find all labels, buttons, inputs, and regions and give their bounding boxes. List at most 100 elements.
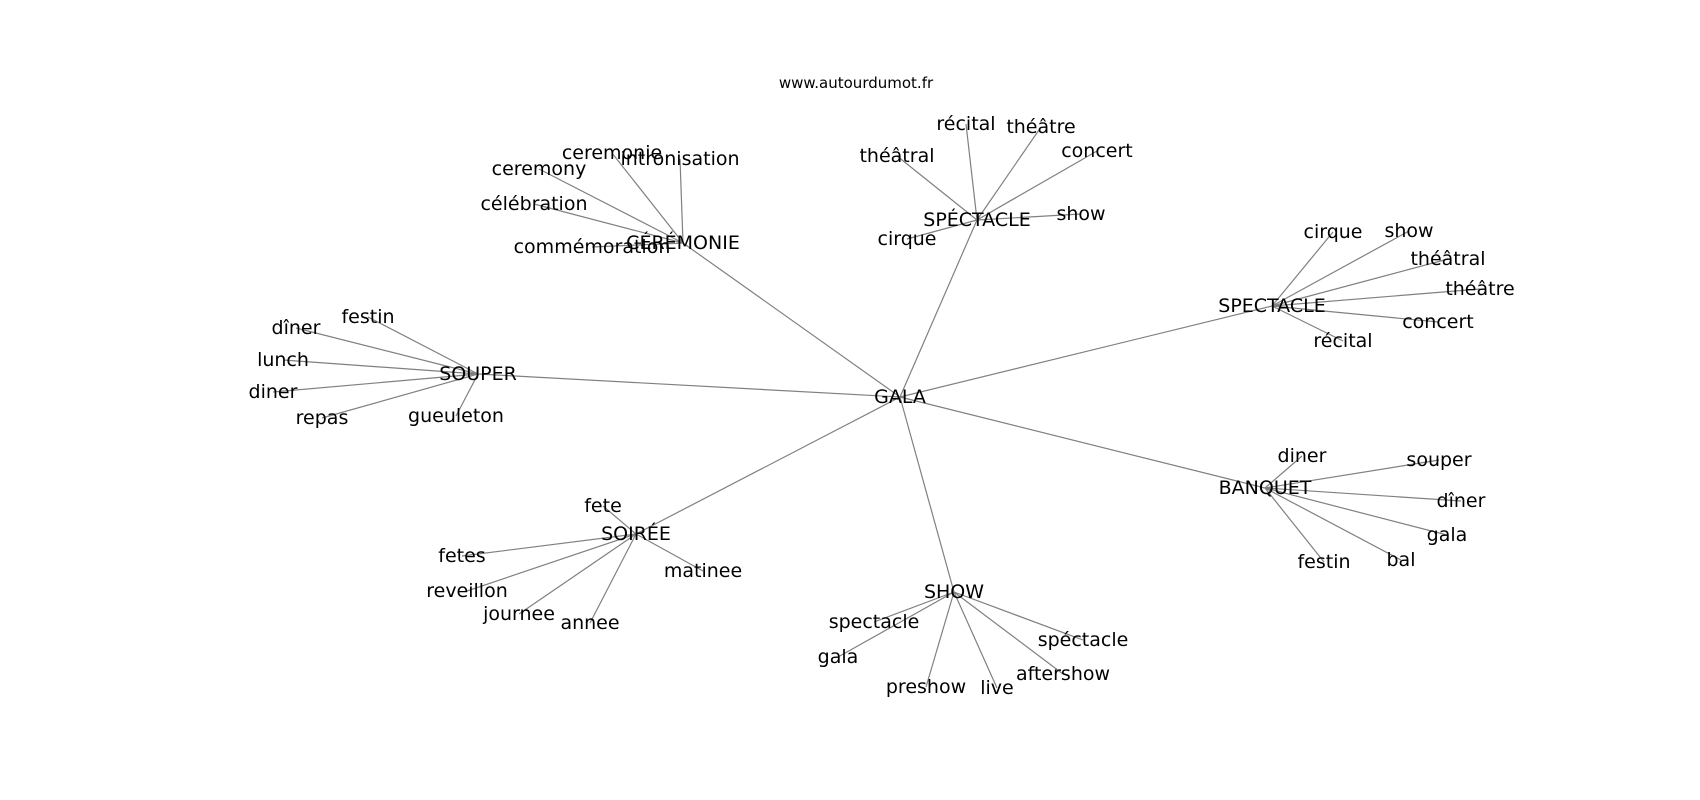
edge-cluster-to-leaf xyxy=(976,126,1042,221)
edge-cluster-to-leaf xyxy=(635,533,704,572)
edge-cluster-to-leaf xyxy=(611,152,684,244)
leaf-node-label: ceremonie xyxy=(562,142,662,164)
leaf-node-label: célébration xyxy=(480,193,587,215)
edges-layer xyxy=(272,123,1481,689)
edge-cluster-to-leaf xyxy=(1271,258,1449,307)
leaf-node-label: festin xyxy=(341,306,394,328)
leaf-node-label: dîner xyxy=(272,317,321,339)
edge-cluster-to-leaf xyxy=(589,533,637,624)
cluster-node-label: SOUPER xyxy=(439,363,517,385)
leaf-node-label: lunch xyxy=(257,349,309,371)
leaf-node-label: cirque xyxy=(1304,221,1363,243)
leaf-node-label: annee xyxy=(560,612,619,634)
edge-root-to-cluster xyxy=(635,396,901,535)
edge-cluster-to-leaf xyxy=(518,533,637,615)
leaf-node-label: bal xyxy=(1387,549,1416,571)
leaf-node-label: aftershow xyxy=(1016,663,1110,685)
leaf-node-label: récital xyxy=(936,113,995,135)
leaf-node-label: théâtre xyxy=(1445,278,1514,300)
leaf-node-label: cirque xyxy=(878,228,937,250)
edge-cluster-to-leaf xyxy=(1271,230,1410,307)
leaf-node-label: gala xyxy=(818,646,859,668)
edge-cluster-to-leaf xyxy=(461,533,637,557)
edge-cluster-to-leaf xyxy=(953,591,1084,641)
edge-cluster-to-leaf xyxy=(533,203,684,244)
leaf-node-label: reveillon xyxy=(426,580,508,602)
edge-cluster-to-leaf xyxy=(538,168,684,244)
edge-cluster-to-leaf xyxy=(1264,455,1303,489)
edge-cluster-to-leaf xyxy=(1264,487,1325,563)
edge-cluster-to-leaf xyxy=(1271,231,1334,307)
edge-cluster-to-leaf xyxy=(976,150,1098,221)
cluster-node-label: SHOW xyxy=(924,581,984,603)
leaf-node-label: show xyxy=(1056,203,1105,225)
leaf-node-label: fete xyxy=(584,495,622,517)
leaf-node-label: diner xyxy=(249,381,298,403)
leaf-node-label: show xyxy=(1384,220,1433,242)
leaf-node-label: live xyxy=(980,677,1014,699)
edge-cluster-to-leaf xyxy=(953,591,998,689)
edge-cluster-to-leaf xyxy=(953,591,1064,675)
leaf-node-label: théâtral xyxy=(859,145,934,167)
edge-cluster-to-leaf xyxy=(1264,487,1402,561)
edge-cluster-to-leaf xyxy=(925,591,955,688)
cluster-node-label: SPÉCTACLE xyxy=(923,208,1030,231)
leaf-node-label: ceremony xyxy=(492,158,587,180)
edge-root-to-cluster xyxy=(899,396,1266,489)
edge-cluster-to-leaf xyxy=(873,591,955,623)
leaf-node-label: diner xyxy=(1278,445,1327,467)
cluster-node-label: SOIRÉE xyxy=(601,522,671,545)
edge-cluster-to-leaf xyxy=(1271,305,1344,342)
edge-cluster-to-leaf xyxy=(1264,487,1462,502)
leaf-node-label: dîner xyxy=(1437,490,1486,512)
edge-cluster-to-leaf xyxy=(896,155,978,221)
edge-cluster-to-leaf xyxy=(591,242,684,248)
source-url: www.autourdumot.fr xyxy=(779,74,934,92)
leaf-node-label: journee xyxy=(482,603,555,625)
edge-cluster-to-leaf xyxy=(1264,487,1448,536)
edge-cluster-to-leaf xyxy=(976,213,1082,221)
edge-root-to-cluster xyxy=(682,242,901,398)
edge-cluster-to-leaf xyxy=(321,373,479,419)
cluster-node-label: SPECTACLE xyxy=(1218,295,1325,317)
leaf-node-label: matinee xyxy=(664,560,742,582)
leaf-node-label: gala xyxy=(1427,524,1468,546)
edge-cluster-to-leaf xyxy=(906,219,978,240)
edge-cluster-to-leaf xyxy=(282,359,479,375)
edge-cluster-to-leaf xyxy=(295,327,479,375)
leaf-node-label: spéctacle xyxy=(1038,629,1129,651)
cluster-node-label: BANQUET xyxy=(1219,477,1312,499)
edge-cluster-to-leaf xyxy=(272,373,479,393)
leaf-node-label: concert xyxy=(1061,140,1133,162)
edge-cluster-to-leaf xyxy=(367,316,479,375)
root-node-label: GALA xyxy=(874,386,926,408)
edge-cluster-to-leaf xyxy=(1271,288,1481,307)
edge-cluster-to-leaf xyxy=(1271,305,1439,323)
edge-cluster-to-leaf xyxy=(455,373,479,417)
edge-cluster-to-leaf xyxy=(602,505,637,535)
leaf-node-label: intronisation xyxy=(620,148,739,170)
edge-cluster-to-leaf xyxy=(466,533,637,592)
leaf-node-label: théâtre xyxy=(1006,116,1075,138)
leaf-node-label: souper xyxy=(1406,449,1471,471)
edge-cluster-to-leaf xyxy=(965,123,978,221)
leaf-node-label: commémoration xyxy=(514,236,671,258)
edge-cluster-to-leaf xyxy=(679,158,684,244)
leaf-node-label: gueuleton xyxy=(408,405,504,427)
edge-cluster-to-leaf xyxy=(837,591,955,658)
cluster-node-label: CÉRÉMONIE xyxy=(626,231,740,254)
edge-root-to-cluster xyxy=(899,396,955,593)
edge-root-to-cluster xyxy=(899,219,978,398)
leaf-node-label: fetes xyxy=(438,545,485,567)
leaf-node-label: preshow xyxy=(886,676,966,698)
leaf-node-label: théâtral xyxy=(1410,248,1485,270)
leaf-node-label: récital xyxy=(1313,330,1372,352)
leaf-node-label: repas xyxy=(296,407,349,429)
edge-cluster-to-leaf xyxy=(1264,459,1440,489)
edge-root-to-cluster xyxy=(899,305,1273,398)
leaf-node-label: spectacle xyxy=(829,611,920,633)
leaf-node-label: festin xyxy=(1297,551,1350,573)
